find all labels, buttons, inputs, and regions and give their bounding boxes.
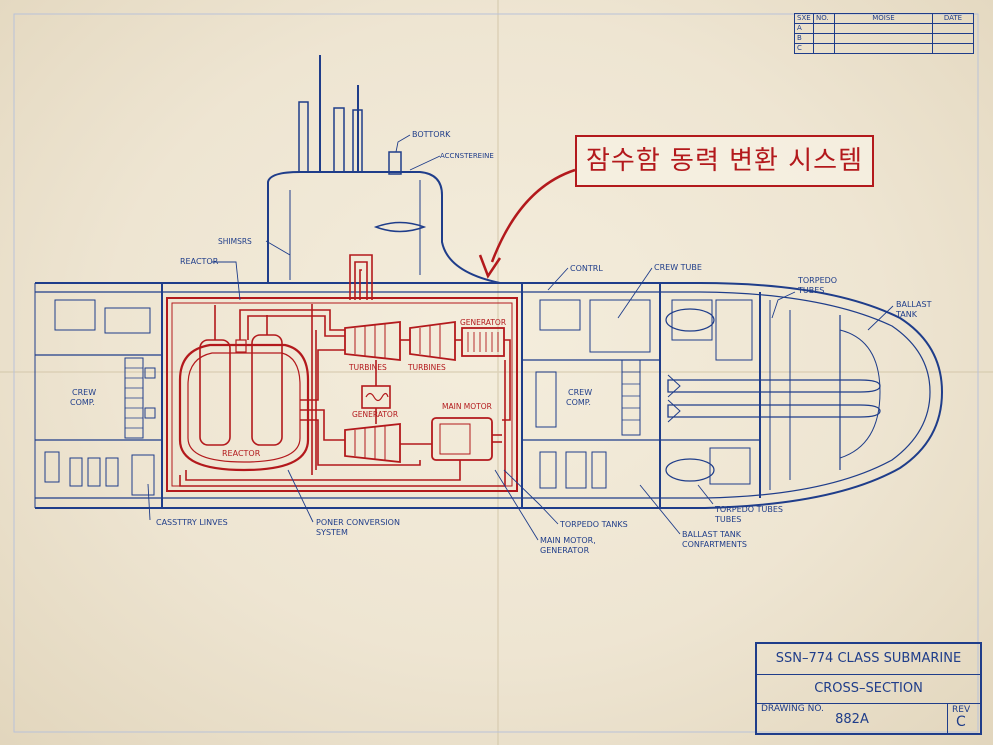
drawing-number: 882A (835, 712, 869, 727)
hull-structure (34, 55, 944, 509)
label-ballast-tank: BALLAST (896, 300, 932, 309)
label-torpedo-tubes-top-2: TUBES (797, 286, 824, 295)
revision-table: SXE NO. MOISE DATE A B C (794, 13, 974, 54)
rev-row-letter: C (794, 43, 814, 54)
revision-cell: REV C (947, 703, 981, 733)
blue-labels: BOTTORK ACCNSTEREINE SHIMSRS REACTOR CRE… (70, 130, 932, 555)
revision-row: A (794, 23, 974, 34)
rev-header-date: DATE (932, 13, 974, 24)
label-casstry-linves: CASSTTRY LINVES (156, 518, 228, 527)
label-torpedo-tubes-bottom-2: TUBES (714, 515, 741, 524)
label-torpedo-tubes-bottom: TORPEDO TUBES (714, 505, 783, 514)
leader-lines (147, 134, 894, 541)
title-block: SSN–774 CLASS SUBMARINE CROSS–SECTION DR… (755, 642, 982, 735)
label-torpedo-tanks: TORPEDO TANKS (559, 520, 628, 529)
label-generator-top: GENERATOR (460, 318, 506, 327)
label-ballast-tank-compartments: BALLAST TANK (682, 530, 742, 539)
label-power-conversion-2: SYSTEM (316, 528, 348, 537)
label-torpedo-tubes-top: TORPEDO (797, 276, 837, 285)
label-turbines-left: TURBINES (348, 363, 387, 372)
label-shimsrs: SHIMSRS (218, 237, 252, 246)
power-conversion-system (166, 254, 518, 492)
revision-row: C (794, 43, 974, 54)
revision-row: B (794, 33, 974, 44)
rev-header-sxe: SXE (794, 13, 814, 24)
label-crew-comp-fwd: CREW (568, 388, 592, 397)
power-conversion-callout: 잠수함 동력 변환 시스템 (575, 135, 874, 187)
label-bottork: BOTTORK (412, 130, 451, 139)
label-main-motor-generator: MAIN MOTOR, (540, 536, 596, 545)
label-control: CONTRL (570, 264, 603, 273)
drawing-subtitle: CROSS–SECTION (757, 675, 980, 704)
label-main-motor: MAIN MOTOR (442, 402, 492, 411)
revision-value: C (956, 714, 966, 730)
revision-label: REV (952, 705, 971, 715)
revision-table-header: SXE NO. MOISE DATE (794, 13, 974, 24)
label-ballast-tank-2: TANK (895, 310, 918, 319)
label-ballast-tank-compartments-2: CONFARTMENTS (682, 540, 747, 549)
label-generator-mid: GENERATOR (352, 410, 398, 419)
label-crew-comp-aft: CREW (72, 388, 96, 397)
callout-arrow-head (478, 254, 502, 279)
rev-header-moise: MOISE (834, 13, 933, 24)
red-labels: TURBINES TURBINES GENERATOR GENERATOR MA… (222, 318, 506, 458)
drawing-title: SSN–774 CLASS SUBMARINE (757, 644, 980, 675)
label-turbines-right: TURBINES (407, 363, 446, 372)
rev-row-letter: A (794, 23, 814, 34)
label-reactor: REACTOR (222, 449, 261, 458)
rev-header-no: NO. (813, 13, 835, 24)
label-power-conversion: PONER CONVERSION (316, 518, 400, 527)
label-main-motor-generator-2: GENERATOR (540, 546, 590, 555)
label-accnstereine: ACCNSTEREINE (440, 152, 494, 160)
label-crew-comp-aft-2: COMP. (70, 398, 95, 407)
label-reactor-top: REACTOR (180, 257, 219, 266)
sheet-border (13, 13, 979, 733)
callout-arrow (490, 168, 576, 263)
label-crew-tube: CREW TUBE (654, 263, 702, 272)
rev-row-letter: B (794, 33, 814, 44)
label-crew-comp-fwd-2: COMP. (566, 398, 591, 407)
drawing-number-label: DRAWING NO. (761, 704, 824, 714)
